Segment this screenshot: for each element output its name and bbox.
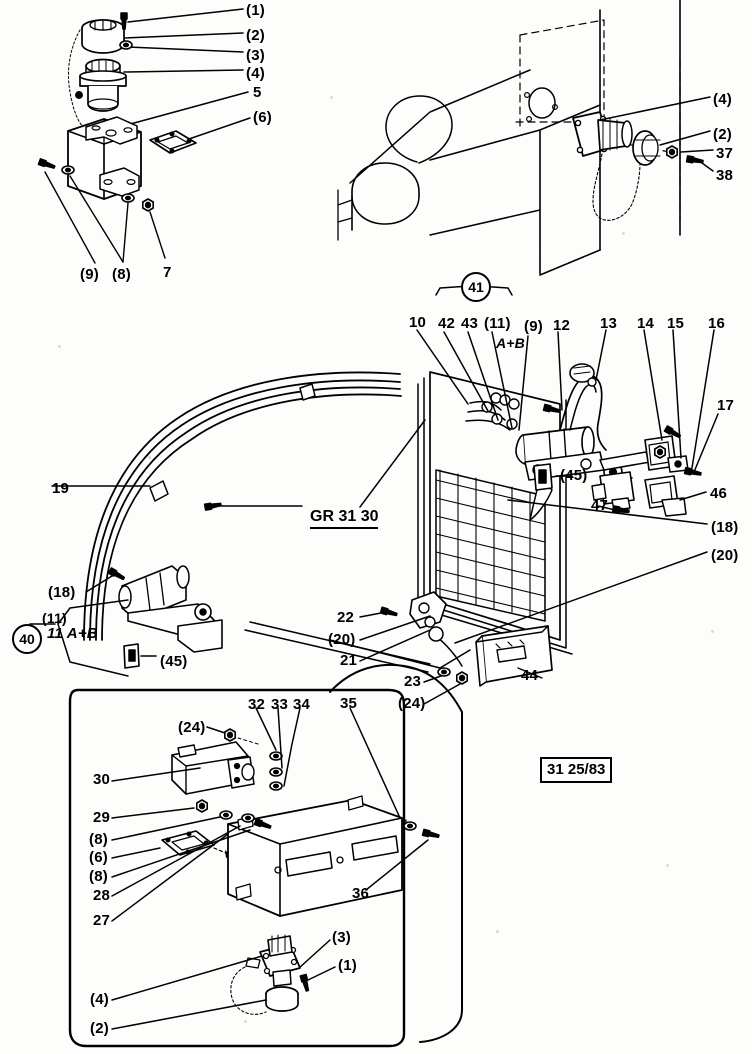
callout-32: 32: [248, 696, 266, 713]
callout-37: 37: [716, 145, 734, 162]
callout-45-center: (45): [560, 467, 588, 484]
callout-a-plus-b: A+B: [496, 335, 525, 351]
callout-47: 47: [591, 497, 609, 514]
callout-1: (1): [246, 2, 265, 19]
callout-2-inset: (2): [90, 1020, 109, 1037]
paper-speck: [666, 864, 669, 867]
callout-3: (3): [246, 47, 265, 64]
callout-34: 34: [293, 696, 311, 713]
sheet-code-label: 31 25/83: [540, 757, 613, 783]
callout-4-right: (4): [713, 91, 732, 108]
callout-23: 23: [404, 673, 422, 690]
callout-21: 21: [340, 652, 358, 669]
callout-13: 13: [600, 315, 618, 332]
callout-35: 35: [340, 695, 358, 712]
group-code-label: GR 31 30: [310, 508, 379, 529]
callout-30: 30: [93, 771, 111, 788]
callout-28: 28: [93, 887, 111, 904]
callout-45-left: (45): [160, 653, 188, 670]
callout-11-a-plus-b: 11 A+B: [47, 625, 98, 642]
callout-33: 33: [271, 696, 289, 713]
callout-11-left: (11): [42, 610, 67, 626]
callout-3-inset: (3): [332, 929, 351, 946]
paper-speck: [622, 232, 625, 235]
callout-4-inset: (4): [90, 991, 109, 1008]
callout-6-inset: (6): [89, 849, 108, 866]
paper-speck: [148, 456, 151, 459]
callout-2-right: (2): [713, 126, 732, 143]
callout-7: 7: [163, 264, 172, 281]
callout-12: 12: [553, 317, 571, 334]
callout-9-middle: (9): [524, 318, 543, 335]
callout-43: 43: [461, 315, 479, 332]
callout-29: 29: [93, 809, 111, 826]
paper-speck: [496, 930, 499, 933]
callout-20-right: (20): [711, 547, 739, 564]
callout-15: 15: [667, 315, 685, 332]
paper-speck: [58, 345, 61, 348]
callout-8-inset-b: (8): [89, 868, 108, 885]
callout-14: 14: [637, 315, 655, 332]
callout-36: 36: [352, 885, 370, 902]
callout-9: (9): [80, 266, 99, 283]
callout-24-inset: (24): [178, 719, 206, 736]
callout-22: 22: [337, 609, 355, 626]
callout-4: (4): [246, 65, 265, 82]
callout-27: 27: [93, 912, 111, 929]
callout-44: 44: [521, 667, 539, 684]
callout-24-lower: (24): [398, 695, 426, 712]
callout-17: 17: [717, 397, 735, 414]
callout-8: (8): [112, 266, 131, 283]
callout-8-inset-a: (8): [89, 831, 108, 848]
callout-5: 5: [253, 84, 262, 101]
circled-ref-40: 40: [12, 624, 42, 654]
paper-speck: [711, 630, 714, 633]
callout-6: (6): [253, 109, 272, 126]
paper-speck: [244, 1020, 247, 1023]
callout-16: 16: [708, 315, 726, 332]
callout-38: 38: [716, 167, 734, 184]
paper-speck: [330, 96, 333, 99]
callout-1-inset: (1): [338, 957, 357, 974]
callout-10: 10: [409, 314, 427, 331]
circled-ref-41: 41: [461, 272, 491, 302]
callout-20-lower: (20): [328, 631, 356, 648]
callout-18-left: (18): [48, 584, 76, 601]
callout-18-right: (18): [711, 519, 739, 536]
callout-46: 46: [710, 485, 728, 502]
callout-19: 19: [52, 480, 70, 497]
callout-11-middle: (11): [484, 315, 511, 332]
callout-2: (2): [246, 27, 265, 44]
callout-42: 42: [438, 315, 456, 332]
